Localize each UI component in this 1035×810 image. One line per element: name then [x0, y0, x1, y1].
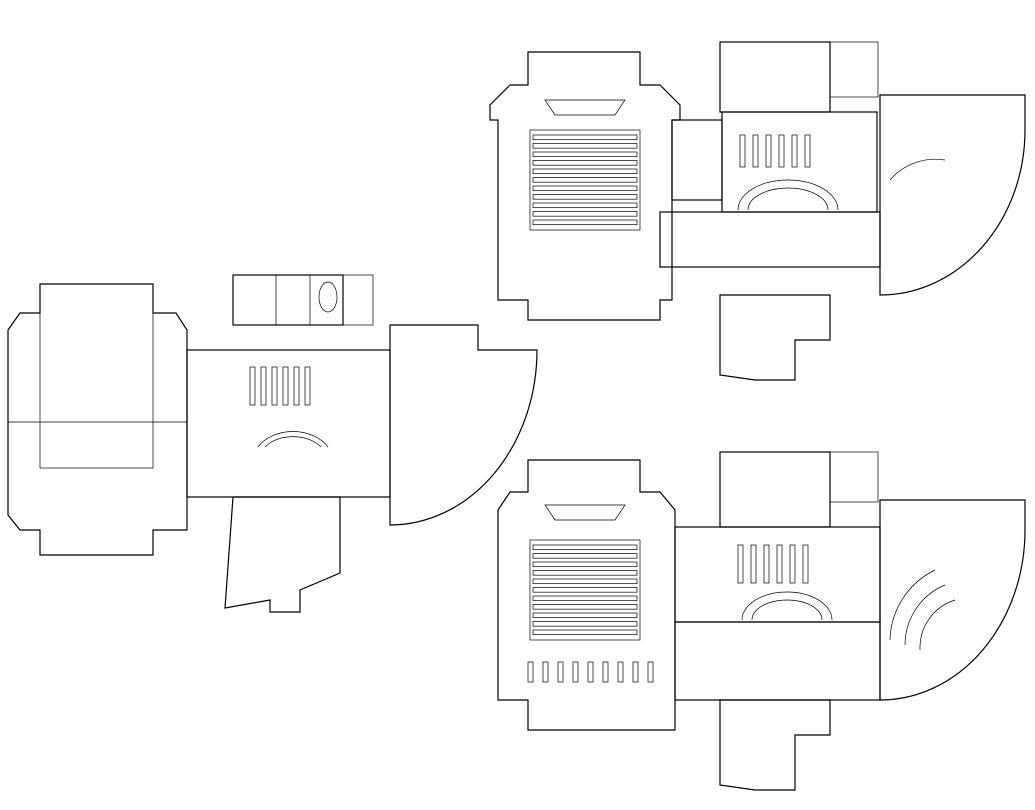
seat-row [532, 168, 638, 175]
seat-row [532, 151, 638, 158]
seat-row [532, 177, 638, 183]
bookshelf [249, 366, 256, 406]
bottom-lobby [674, 621, 881, 701]
seat-row [532, 544, 638, 551]
bookshelf [304, 366, 311, 406]
seat-row [532, 211, 638, 217]
bookshelf [791, 134, 798, 168]
seat-row [532, 604, 638, 610]
bookshelf [282, 366, 289, 406]
left-wing-outline [7, 283, 188, 556]
seat-row [532, 143, 638, 149]
seat-row [532, 621, 638, 627]
bookshelf [739, 134, 746, 168]
left-quarter-circle-hall [389, 324, 538, 526]
bookshelf [802, 544, 809, 584]
top-lower-wing [719, 294, 831, 381]
bookshelf [804, 134, 811, 168]
bookshelf [557, 661, 564, 683]
bottom-library-block [674, 526, 881, 623]
bookshelf [260, 366, 267, 406]
bookshelf [542, 661, 549, 683]
bookshelf [763, 544, 770, 584]
bookshelf [587, 661, 594, 683]
left-floor-plan [7, 274, 538, 613]
seat-row [532, 595, 638, 602]
top-seating-area [529, 129, 641, 231]
seat-row [532, 587, 638, 593]
seat-row [532, 561, 638, 568]
bookshelf [271, 366, 278, 406]
bottom-right-floor-plan [497, 451, 1026, 791]
seat-row [532, 134, 638, 141]
seat-row [532, 219, 638, 226]
left-lower-wing [224, 496, 341, 613]
seat-row [532, 570, 638, 576]
bookshelf [776, 544, 783, 584]
bookshelf [572, 661, 579, 683]
seat-row [532, 629, 638, 636]
top-auditorium-outline [489, 51, 681, 321]
bookshelf [617, 661, 624, 683]
bottom-lower-wing [719, 699, 831, 791]
seat-row [532, 202, 638, 209]
top-lobby [659, 211, 881, 268]
bottom-seating-area [529, 539, 641, 641]
bookshelf [293, 366, 300, 406]
bookshelf [765, 134, 772, 168]
left-wing-hall [39, 283, 154, 469]
seat-row [532, 578, 638, 585]
bookshelf [602, 661, 609, 683]
bookshelf [778, 134, 785, 168]
bookshelf [527, 661, 534, 683]
top-office-rooms [719, 41, 831, 113]
bottom-quarter-circle-study [879, 499, 1026, 701]
bookshelf [752, 134, 759, 168]
seat-row [532, 194, 638, 200]
top-quarter-circle-cafe [879, 94, 1026, 296]
bottom-auditorium-outline [497, 459, 676, 731]
left-main-block [186, 349, 391, 498]
bookshelf [647, 661, 654, 683]
top-right-floor-plan [489, 41, 1026, 381]
seat-row [532, 185, 638, 192]
bookshelf [750, 544, 757, 584]
bookshelf [632, 661, 639, 683]
seat-row [532, 612, 638, 619]
seat-row [532, 160, 638, 166]
seat-row [532, 553, 638, 559]
bottom-office-rooms [719, 451, 831, 528]
bookshelf [789, 544, 796, 584]
bookshelf [737, 544, 744, 584]
